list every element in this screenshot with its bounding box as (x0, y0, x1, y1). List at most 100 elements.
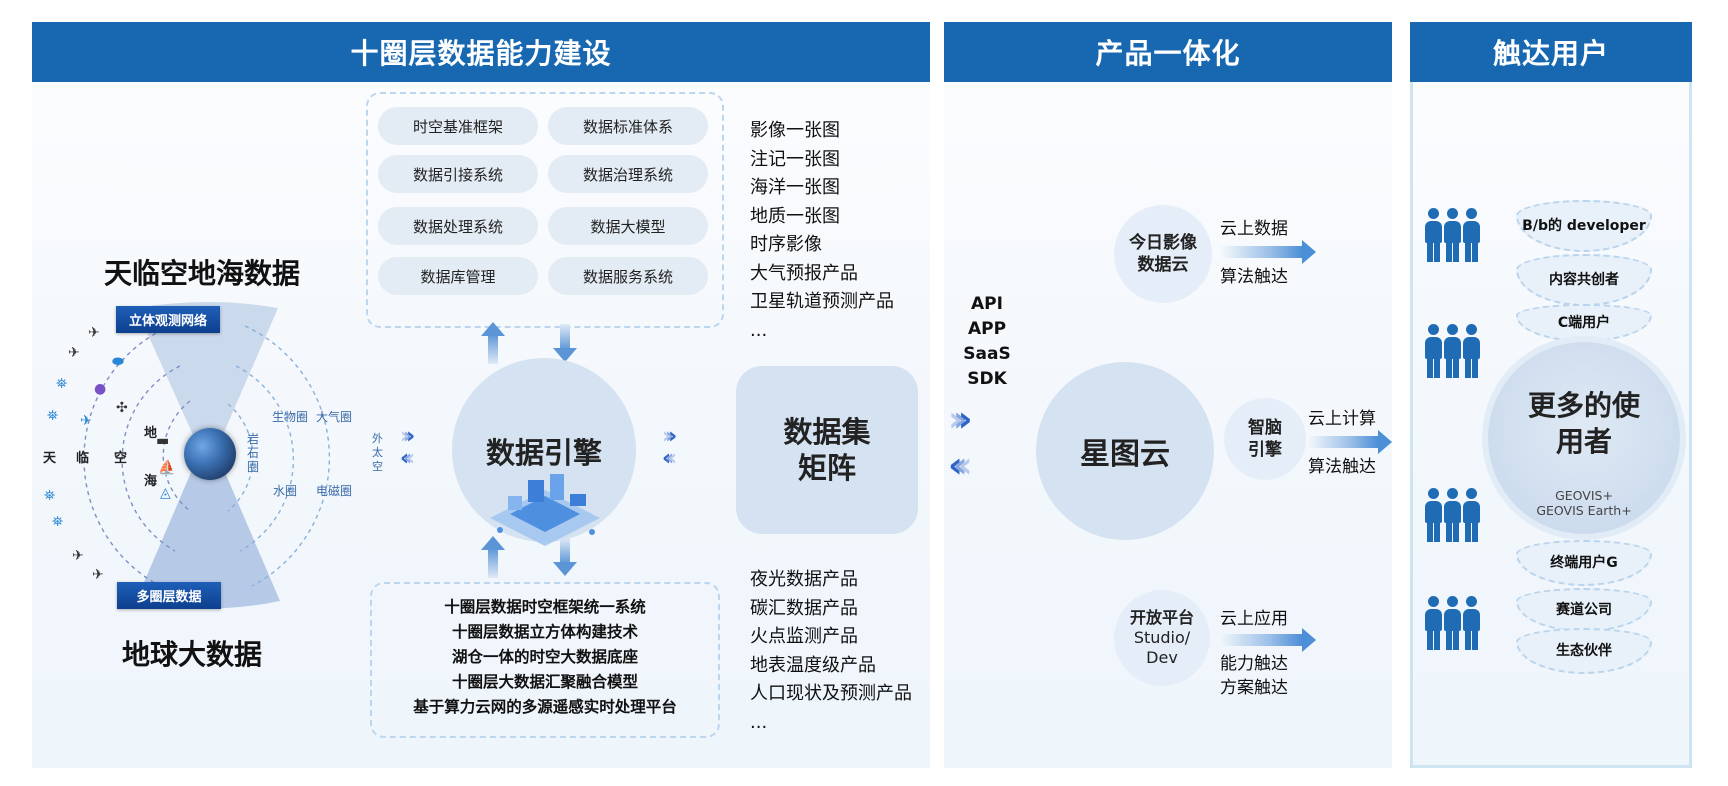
capability-box (366, 92, 724, 328)
airship-icon: ⬬ (112, 354, 124, 370)
sphere-lithosphere: 岩石圈 (247, 432, 260, 474)
interface-app: APP (967, 319, 1007, 339)
product-item: 地质一张图 (750, 205, 840, 227)
zone-sky: 天 (43, 451, 57, 466)
pill-data-service: 数据服务系统 (548, 257, 708, 295)
product-item: 地表温度级产品 (750, 654, 876, 676)
more-users-title-line: 用者 (1555, 425, 1612, 458)
people-icon (1424, 208, 1481, 262)
interface-api: API (971, 294, 1003, 314)
ship-icon: ⛵ (158, 460, 176, 476)
satellite-icon: ⛯ (44, 488, 56, 504)
pill-spacetime-framework: 时空基准框架 (378, 107, 538, 145)
node-label: 开放平台 (1129, 608, 1194, 627)
tech-item: 十圈层数据时空框架统一系统 (444, 598, 646, 616)
product-item: ... (750, 711, 768, 733)
node-today-imagery: 今日影像 数据云 (1114, 205, 1212, 303)
earth-bottom-title: 地球大数据 (122, 638, 263, 671)
chevron-left-icon: ‹‹‹ (662, 446, 677, 471)
more-users-title-line: 更多的使 (1527, 389, 1640, 422)
chevron-right-icon: ››› (400, 424, 415, 449)
tech-item: 十圈层数据立方体构建技术 (451, 623, 638, 641)
pill-data-large-model: 数据大模型 (548, 207, 708, 245)
zone-near-space: 临 (76, 451, 90, 466)
dataset-matrix-line2: 矩阵 (797, 451, 856, 485)
drone-icon: ✣ (116, 400, 128, 416)
geovis-product: GEOVIS+ (1555, 488, 1613, 503)
zone-sea: 海 (144, 474, 158, 489)
products-bottom-list: 夜光数据产品 碳汇数据产品 火点监测产品 地表温度级产品 人口现状及预测产品 .… (750, 566, 912, 737)
satellite-icon: ⛯ (56, 376, 68, 392)
isometric-platform-icon (490, 474, 600, 546)
node-out-top: 云上计算 (1308, 409, 1376, 429)
people-icon (1424, 324, 1481, 378)
node-open-platform: 开放平台 Studio/ Dev (1114, 590, 1210, 686)
pill-data-processing: 数据处理系统 (378, 207, 538, 245)
badge-multi-layer: 多圈层数据 (117, 582, 221, 609)
interface-saas: SaaS (963, 344, 1011, 364)
car-icon: ▬ (156, 433, 170, 449)
more-users-circle (1488, 342, 1680, 534)
node-label: Studio/ (1133, 628, 1191, 647)
satellite-icon: ⛯ (52, 514, 64, 530)
chevron-left-icon: ‹‹‹ (400, 446, 415, 471)
node-label: 智脑 (1248, 418, 1282, 438)
tech-item: 十圈层大数据汇聚融合模型 (451, 673, 638, 691)
tech-item: 基于算力云网的多源遥感实时处理平台 (413, 698, 677, 716)
pill-data-standard: 数据标准体系 (548, 107, 708, 145)
product-item: 影像一张图 (750, 120, 840, 141)
balloon-icon: ● (94, 381, 107, 397)
tech-stack-box (370, 582, 720, 738)
node-out-top: 云上应用 (1220, 609, 1288, 629)
satellite-icon: ✈ (92, 567, 104, 583)
product-item: ... (750, 319, 768, 341)
core-platform-circle: 星图云 (1036, 362, 1214, 540)
badge-stereo-observation: 立体观测网络 (116, 306, 220, 333)
sphere-outer-space: 外太空 (372, 432, 383, 473)
satellite-icon: ✈ (68, 345, 80, 361)
node-out-top: 云上数据 (1220, 219, 1288, 239)
more-users-title: 更多的使 用者 (1488, 388, 1680, 460)
jet-icon: ✈ (80, 413, 92, 429)
earth-top-title: 天临空地海数据 (104, 257, 301, 290)
node-out-line: 能力触达 (1220, 654, 1288, 674)
product-item: 时序影像 (750, 234, 822, 255)
people-icon (1424, 596, 1481, 650)
interfaces-list: API APP SaaS SDK (960, 292, 1014, 392)
pill-data-governance: 数据治理系统 (548, 155, 708, 193)
dataset-matrix-box: 数据集 矩阵 (736, 366, 918, 534)
satellite-icon: ✈ (72, 548, 84, 564)
products-top-list: 影像一张图 注记一张图 海洋一张图 地质一张图 时序影像 大气预报产品 卫星轨道… (750, 117, 894, 345)
pill-database-management: 数据库管理 (378, 257, 538, 295)
product-item: 注记一张图 (750, 148, 840, 170)
node-out-line: 方案触达 (1220, 678, 1288, 698)
buoy-icon: ◬ (160, 485, 171, 501)
node-brain-engine: 智脑 引擎 (1224, 398, 1306, 480)
earth-layer-diagram (83, 302, 331, 609)
sphere-biosphere: 生物圈 (272, 410, 309, 424)
node-out-bottom: 算法触达 (1308, 457, 1376, 477)
node-out-bottom: 能力触达 方案触达 (1220, 652, 1288, 700)
vertical-arrows-top (481, 322, 577, 364)
product-item: 夜光数据产品 (750, 569, 858, 590)
node-label: 今日影像 (1129, 233, 1197, 253)
core-platform-label: 星图云 (1080, 437, 1170, 472)
chevron-left-icon: ‹‹‹ (948, 445, 972, 486)
sphere-hydrosphere: 水圈 (273, 484, 298, 498)
satellite-icon: ⛯ (47, 408, 59, 424)
pill-data-ingestion: 数据引接系统 (378, 155, 538, 193)
arrow-right-icon (1220, 628, 1316, 652)
node-label: Dev (1146, 648, 1178, 667)
zone-ground: 地 (144, 426, 158, 441)
geovis-products: GEOVIS+ GEOVIS Earth+ (1488, 488, 1680, 518)
node-out-bottom: 算法触达 (1220, 267, 1288, 287)
node-label: 引擎 (1248, 440, 1282, 460)
chevron-right-icon: ››› (948, 399, 972, 440)
dataset-matrix-line1: 数据集 (783, 415, 871, 449)
tech-item: 湖仓一体的时空大数据底座 (451, 648, 638, 666)
header-product: 产品一体化 (944, 22, 1392, 82)
product-item: 卫星轨道预测产品 (750, 291, 894, 312)
tech-stack-list: 十圈层数据时空框架统一系统 十圈层数据立方体构建技术 湖仓一体的时空大数据底座 … (369, 595, 721, 720)
data-engine-label: 数据引擎 (485, 436, 602, 470)
header-reach: 触达用户 (1410, 22, 1692, 82)
